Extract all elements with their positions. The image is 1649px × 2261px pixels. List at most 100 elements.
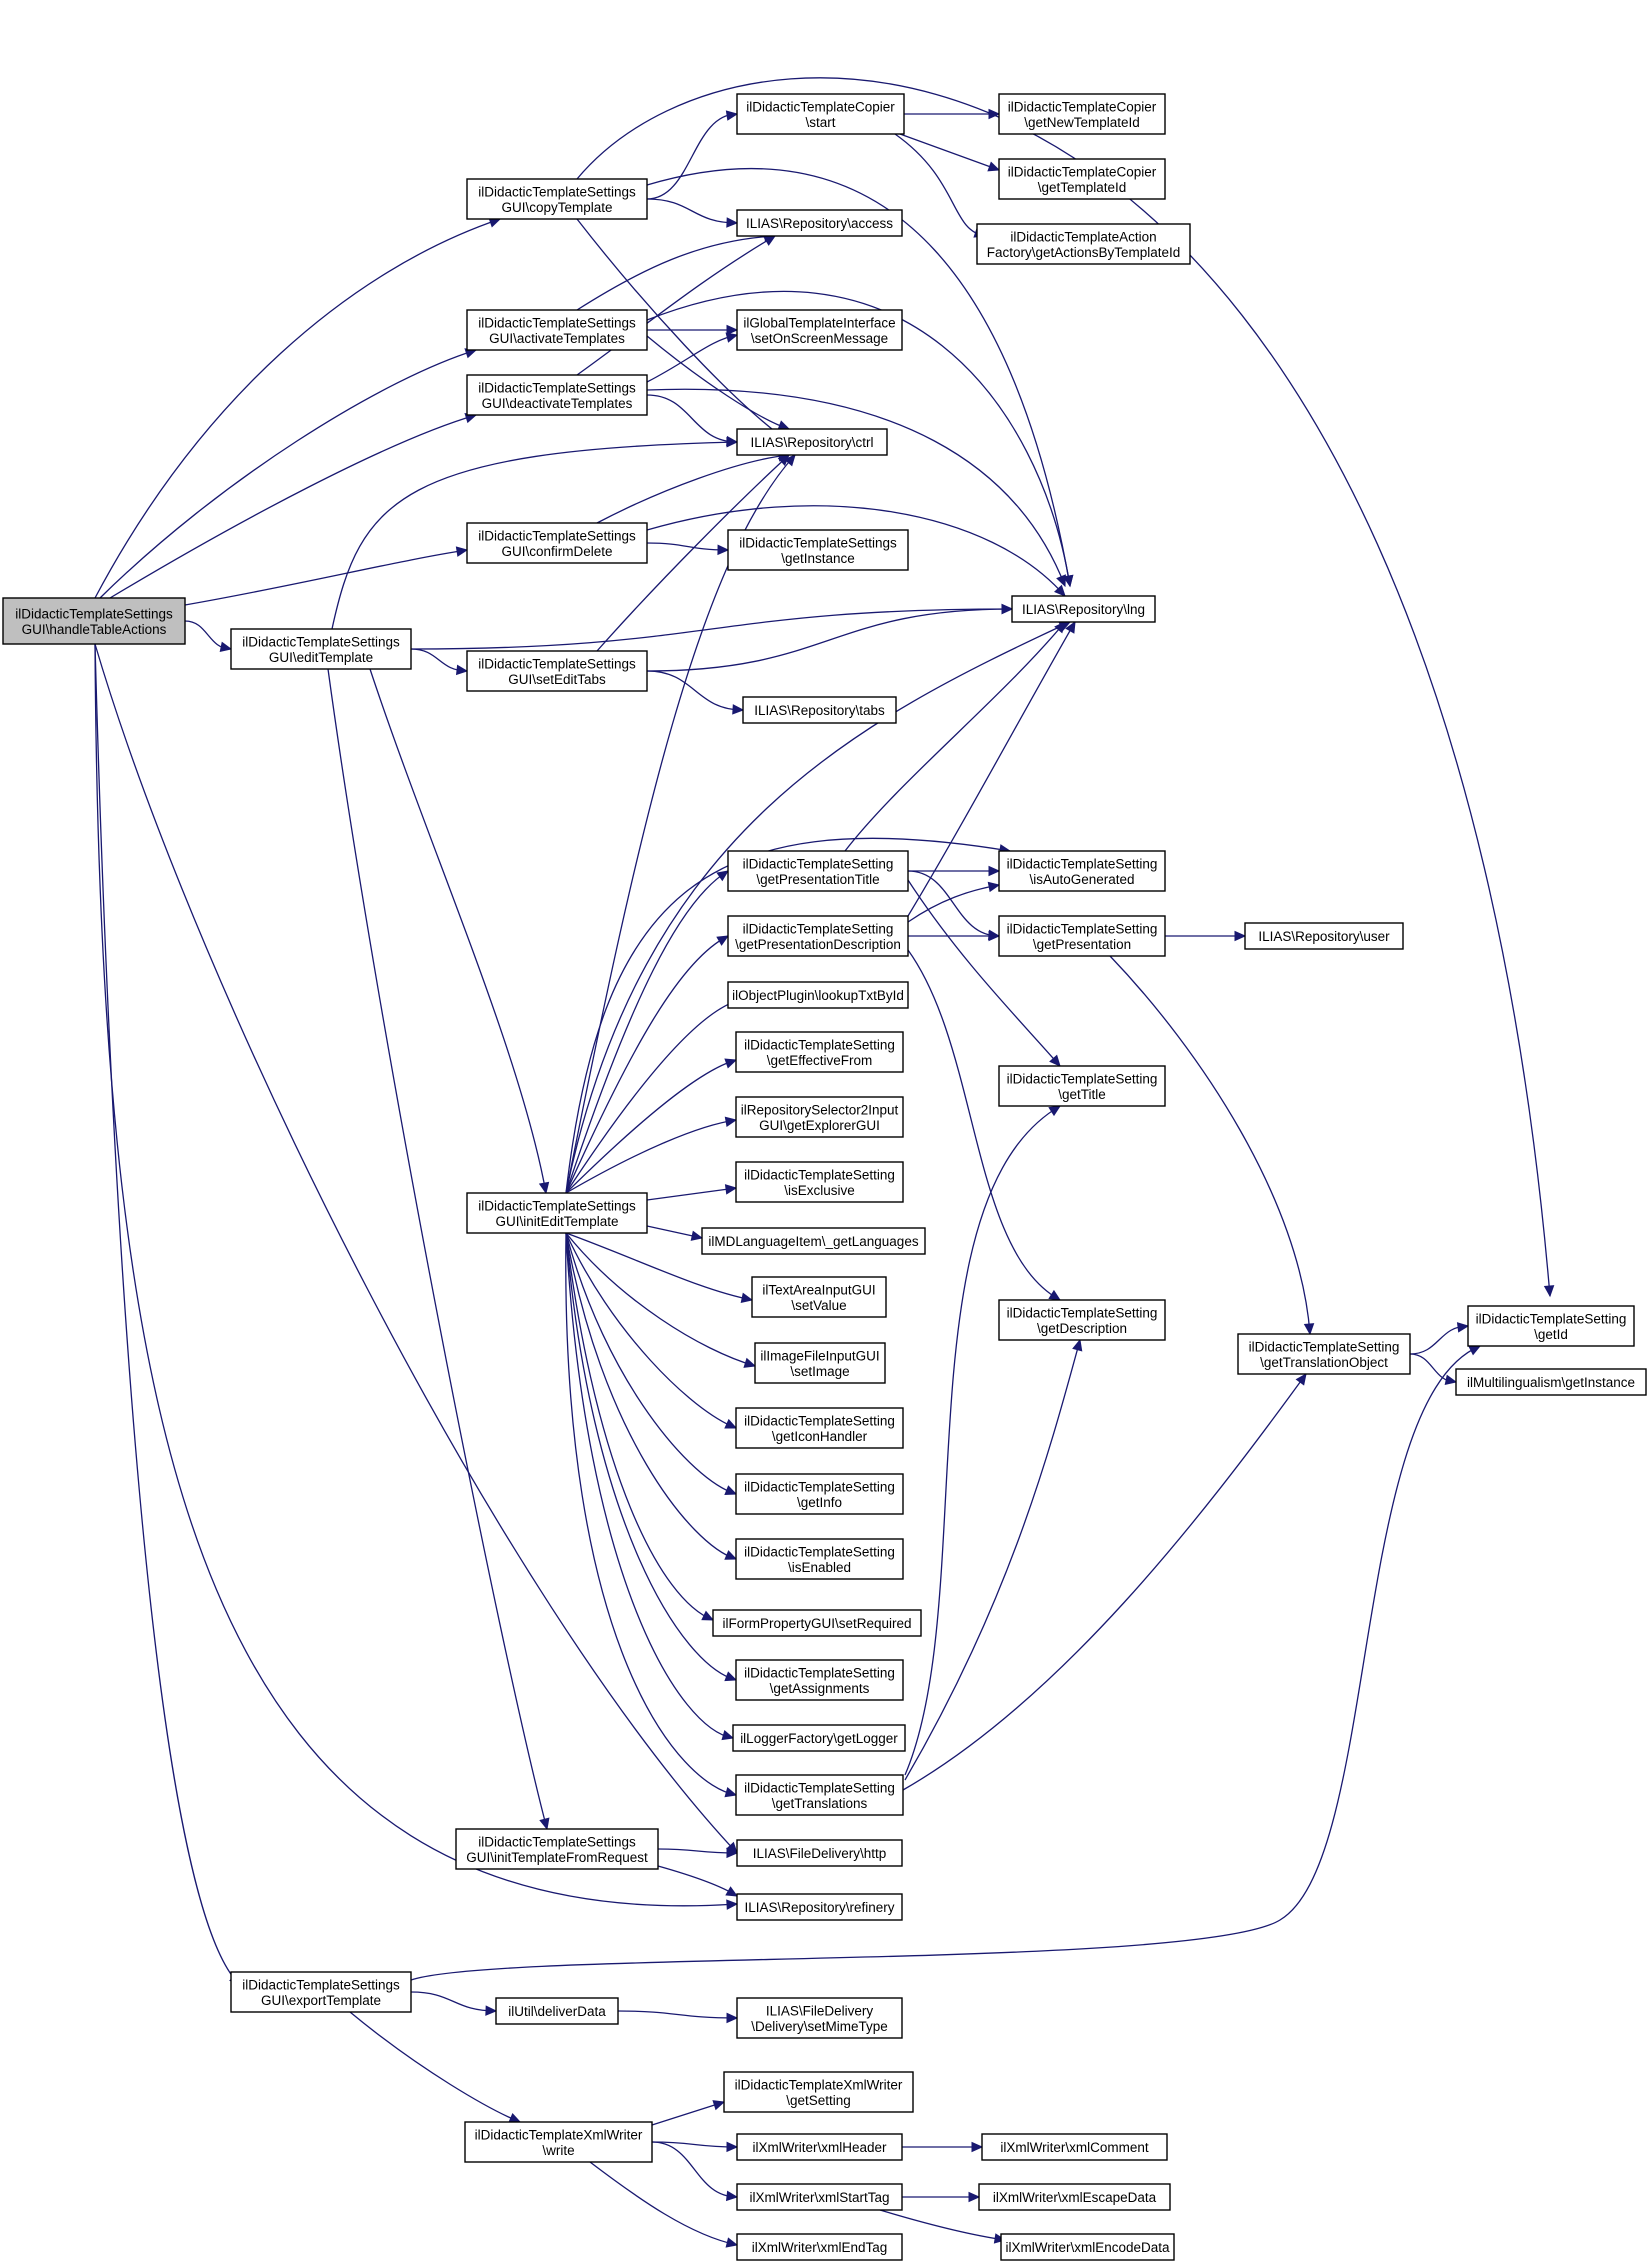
- node-setOnScreenMessage[interactable]: ilGlobalTemplateInterface\setOnScreenMes…: [736, 309, 903, 351]
- node-box[interactable]: [736, 93, 905, 135]
- node-copierStart[interactable]: ilDidacticTemplateCopier\start: [736, 93, 905, 135]
- node-xmlWriterGetSetting[interactable]: ilDidacticTemplateXmlWriter\getSetting: [723, 2071, 914, 2113]
- node-box[interactable]: [466, 374, 648, 416]
- node-box[interactable]: [736, 209, 903, 237]
- node-settingsGetInstance[interactable]: ilDidacticTemplateSettings\getInstance: [727, 529, 909, 571]
- node-box[interactable]: [735, 1473, 904, 1515]
- node-box[interactable]: [701, 1227, 926, 1255]
- node-deliverData[interactable]: ilUtil\deliverData: [495, 1997, 619, 2025]
- node-box[interactable]: [230, 1971, 412, 2013]
- node-getLanguages[interactable]: ilMDLanguageItem\_getLanguages: [701, 1227, 926, 1255]
- node-getDescription[interactable]: ilDidacticTemplateSetting\getDescription: [998, 1299, 1166, 1341]
- node-box[interactable]: [732, 1724, 906, 1752]
- node-getPresentationDescription[interactable]: ilDidacticTemplateSetting\getPresentatio…: [727, 915, 909, 957]
- node-box[interactable]: [736, 2233, 903, 2261]
- node-getLogger[interactable]: ilLoggerFactory\getLogger: [732, 1724, 906, 1752]
- node-xmlHeader[interactable]: ilXmlWriter\xmlHeader: [736, 2133, 903, 2161]
- node-initTemplateFromRequest[interactable]: ilDidacticTemplateSettingsGUI\initTempla…: [455, 1828, 659, 1870]
- node-xmlEncodeData[interactable]: ilXmlWriter\xmlEncodeData: [1000, 2233, 1175, 2261]
- node-initEditTemplate[interactable]: ilDidacticTemplateSettingsGUI\initEditTe…: [466, 1192, 648, 1234]
- node-box[interactable]: [735, 1096, 904, 1138]
- node-setEditTabs[interactable]: ilDidacticTemplateSettingsGUI\setEditTab…: [466, 650, 648, 692]
- node-isEnabled[interactable]: ilDidacticTemplateSetting\isEnabled: [735, 1538, 904, 1580]
- node-getEffectiveFrom[interactable]: ilDidacticTemplateSetting\getEffectiveFr…: [735, 1031, 904, 1073]
- node-box[interactable]: [495, 1997, 619, 2025]
- node-box[interactable]: [1455, 1368, 1647, 1396]
- node-root[interactable]: ilDidacticTemplateSettingsGUI\handleTabl…: [2, 597, 186, 645]
- node-getExplorerGUI[interactable]: ilRepositorySelector2InputGUI\getExplore…: [735, 1096, 904, 1138]
- node-imageSetImage[interactable]: ilImageFileInputGUI\setImage: [754, 1342, 886, 1384]
- node-access[interactable]: ILIAS\Repository\access: [736, 209, 903, 237]
- node-copierGetTemplateId[interactable]: ilDidacticTemplateCopier\getTemplateId: [998, 158, 1166, 200]
- node-box[interactable]: [735, 1538, 904, 1580]
- node-confirmDelete[interactable]: ilDidacticTemplateSettingsGUI\confirmDel…: [466, 522, 648, 564]
- node-http[interactable]: ILIAS\FileDelivery\http: [736, 1839, 903, 1867]
- node-box[interactable]: [727, 529, 909, 571]
- node-xmlEscapeData[interactable]: ilXmlWriter\xmlEscapeData: [978, 2183, 1171, 2211]
- node-box[interactable]: [998, 93, 1166, 135]
- node-box[interactable]: [466, 650, 648, 692]
- node-copierGetNewTemplateId[interactable]: ilDidacticTemplateCopier\getNewTemplateI…: [998, 93, 1166, 135]
- node-getPresentationTitle[interactable]: ilDidacticTemplateSetting\getPresentatio…: [727, 850, 909, 892]
- node-box[interactable]: [712, 1609, 922, 1637]
- node-actionFactory[interactable]: ilDidacticTemplateActionFactory\getActio…: [976, 223, 1191, 265]
- node-editTemplate[interactable]: ilDidacticTemplateSettingsGUI\editTempla…: [230, 628, 412, 670]
- node-getTitle[interactable]: ilDidacticTemplateSetting\getTitle: [998, 1065, 1166, 1107]
- node-box[interactable]: [466, 522, 648, 564]
- node-box[interactable]: [736, 2133, 903, 2161]
- node-getTranslationObject[interactable]: ilDidacticTemplateSetting\getTranslation…: [1237, 1333, 1411, 1375]
- node-box[interactable]: [736, 309, 903, 351]
- node-getAssignments[interactable]: ilDidacticTemplateSetting\getAssignments: [735, 1659, 904, 1701]
- node-repoUser[interactable]: ILIAS\Repository\user: [1244, 922, 1404, 950]
- node-box[interactable]: [1011, 595, 1156, 623]
- node-box[interactable]: [735, 1407, 904, 1449]
- node-box[interactable]: [466, 1192, 648, 1234]
- node-deactivateTemplates[interactable]: ilDidacticTemplateSettingsGUI\deactivate…: [466, 374, 648, 416]
- node-getTranslations[interactable]: ilDidacticTemplateSetting\getTranslation…: [735, 1774, 904, 1816]
- node-setMimeType[interactable]: ILIAS\FileDelivery\Delivery\setMimeType: [736, 1997, 903, 2039]
- node-box[interactable]: [736, 428, 888, 456]
- node-box[interactable]: [735, 1659, 904, 1701]
- node-isExclusive[interactable]: ilDidacticTemplateSetting\isExclusive: [735, 1161, 904, 1203]
- node-box[interactable]: [466, 309, 648, 351]
- node-box[interactable]: [736, 1893, 903, 1921]
- node-box[interactable]: [735, 1031, 904, 1073]
- node-xmlWriterWrite[interactable]: ilDidacticTemplateXmlWriter\write: [464, 2121, 653, 2163]
- node-box[interactable]: [1237, 1333, 1411, 1375]
- node-box[interactable]: [998, 1065, 1166, 1107]
- node-getPresentation[interactable]: ilDidacticTemplateSetting\getPresentatio…: [998, 915, 1166, 957]
- node-box[interactable]: [727, 981, 909, 1009]
- node-copyTemplate[interactable]: ilDidacticTemplateSettingsGUI\copyTempla…: [466, 178, 648, 220]
- node-exportTemplate[interactable]: ilDidacticTemplateSettingsGUI\exportTemp…: [230, 1971, 412, 2013]
- node-xmlStartTag[interactable]: ilXmlWriter\xmlStartTag: [736, 2183, 903, 2211]
- node-getIconHandler[interactable]: ilDidacticTemplateSetting\getIconHandler: [735, 1407, 904, 1449]
- node-tabs[interactable]: ILIAS\Repository\tabs: [742, 696, 897, 724]
- node-box[interactable]: [978, 2183, 1171, 2211]
- node-box[interactable]: [976, 223, 1191, 265]
- node-multilingualismGetInstance[interactable]: ilMultilingualism\getInstance: [1455, 1368, 1647, 1396]
- node-box[interactable]: [742, 696, 897, 724]
- node-box[interactable]: [723, 2071, 914, 2113]
- node-isAutoGenerated[interactable]: ilDidacticTemplateSetting\isAutoGenerate…: [998, 850, 1166, 892]
- node-activateTemplates[interactable]: ilDidacticTemplateSettingsGUI\activateTe…: [466, 309, 648, 351]
- node-box[interactable]: [981, 2133, 1168, 2161]
- node-box[interactable]: [2, 597, 186, 645]
- node-box[interactable]: [735, 1161, 904, 1203]
- node-box[interactable]: [455, 1828, 659, 1870]
- node-box[interactable]: [998, 158, 1166, 200]
- node-textAreaSetValue[interactable]: ilTextAreaInputGUI\setValue: [751, 1276, 887, 1318]
- node-getInfo[interactable]: ilDidacticTemplateSetting\getInfo: [735, 1473, 904, 1515]
- node-xmlEndTag[interactable]: ilXmlWriter\xmlEndTag: [736, 2233, 903, 2261]
- node-box[interactable]: [998, 915, 1166, 957]
- node-box[interactable]: [1000, 2233, 1175, 2261]
- node-box[interactable]: [998, 850, 1166, 892]
- node-ctrl[interactable]: ILIAS\Repository\ctrl: [736, 428, 888, 456]
- node-lng[interactable]: ILIAS\Repository\lng: [1011, 595, 1156, 623]
- node-box[interactable]: [230, 628, 412, 670]
- node-box[interactable]: [736, 1839, 903, 1867]
- node-box[interactable]: [998, 1299, 1166, 1341]
- node-xmlComment[interactable]: ilXmlWriter\xmlComment: [981, 2133, 1168, 2161]
- node-box[interactable]: [736, 2183, 903, 2211]
- node-box[interactable]: [751, 1276, 887, 1318]
- node-box[interactable]: [464, 2121, 653, 2163]
